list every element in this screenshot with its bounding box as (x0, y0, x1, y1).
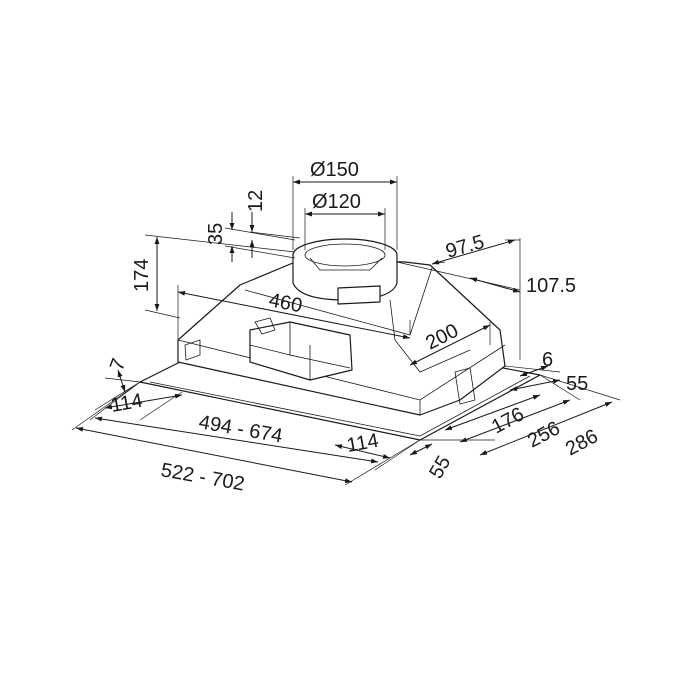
label-174: 174 (131, 259, 153, 292)
outlet-collar-inner (304, 243, 386, 267)
label-55-right: 55 (566, 373, 588, 395)
label-256: 256 (524, 417, 564, 452)
label-286: 286 (562, 425, 602, 460)
label-114-left: 114 (109, 390, 144, 417)
label-12: 12 (245, 190, 267, 212)
label-6: 6 (542, 349, 553, 371)
dimension-lines (71, 176, 621, 486)
hood-body (139, 238, 541, 441)
label-114-right: 114 (345, 430, 380, 457)
label-97-5: 97.5 (443, 231, 486, 263)
label-176: 176 (488, 403, 528, 438)
label-dia120: Ø120 (312, 191, 361, 213)
label-35: 35 (205, 223, 227, 245)
label-522-702: 522 - 702 (159, 459, 246, 495)
label-dia150: Ø150 (310, 159, 359, 181)
label-107-5: 107.5 (526, 275, 576, 297)
label-7: 7 (106, 356, 130, 374)
label-494-674: 494 - 674 (197, 411, 284, 447)
label-55-bottom: 55 (425, 452, 455, 482)
